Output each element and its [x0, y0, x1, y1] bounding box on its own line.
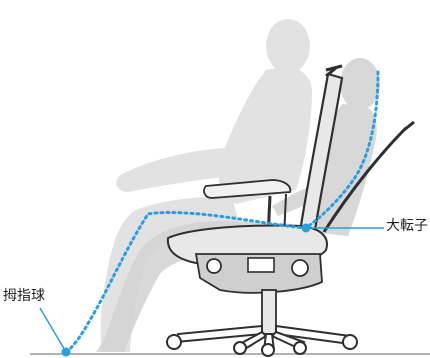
chair-armrest [204, 180, 290, 198]
greater-trochanter-label: 大転子 [386, 218, 428, 234]
big-toe-label: 拇指球 [3, 288, 45, 304]
big-toe-pointer [40, 308, 66, 352]
chair-gas-lift [262, 290, 276, 334]
